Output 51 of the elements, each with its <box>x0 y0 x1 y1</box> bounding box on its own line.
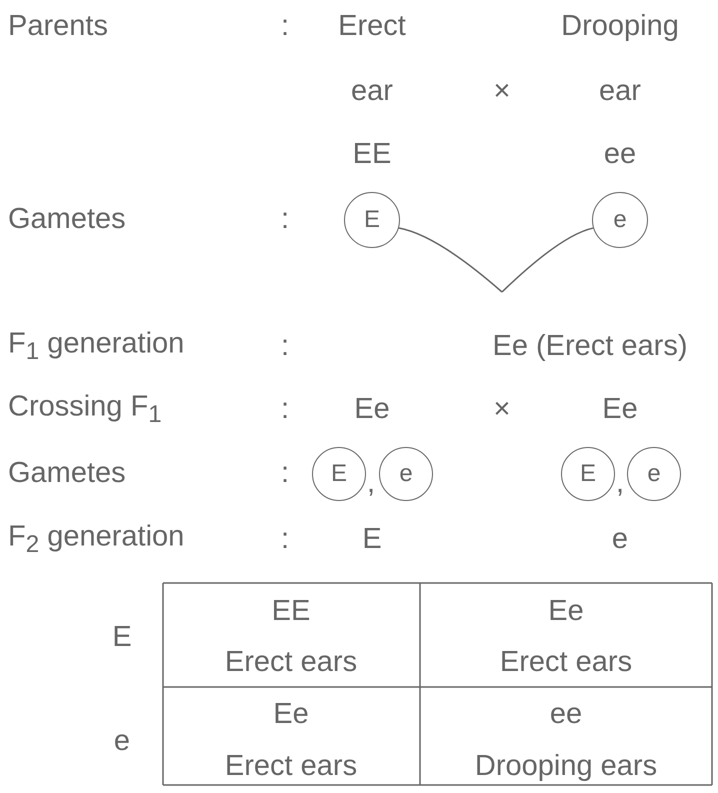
phenotype-text: Drooping ears <box>474 751 658 783</box>
gamete-heading: e <box>612 524 628 556</box>
gamete-circle <box>312 447 366 501</box>
colon: : <box>280 394 290 426</box>
gamete-heading: E <box>112 622 132 654</box>
gamete-heading: e <box>114 726 130 758</box>
allele-letter: e <box>647 460 661 488</box>
phenotype-text: Drooping <box>561 11 679 43</box>
cross-sign: × <box>494 76 510 108</box>
gamete-circle <box>592 192 648 248</box>
colon: : <box>280 11 290 43</box>
comma: , <box>366 468 376 500</box>
colon: : <box>280 204 290 236</box>
genotype-text: EE <box>352 139 392 171</box>
allele-letter: e <box>613 206 627 234</box>
genotype-text: Ee <box>548 596 584 628</box>
gamete-circle <box>344 192 400 248</box>
gamete-heading: E <box>362 524 382 556</box>
cross-sign: × <box>494 394 510 426</box>
colon: : <box>280 331 290 363</box>
connector-line <box>398 227 502 293</box>
genotype-text: ee <box>550 699 582 731</box>
offspring-text: Ee (Erect ears) <box>492 331 688 363</box>
row-heading: Parents <box>8 11 108 43</box>
allele-letter: e <box>399 460 413 488</box>
colon: : <box>280 524 290 556</box>
genotype-text: Ee <box>602 394 638 426</box>
genotype-text: Ee <box>354 394 390 426</box>
connector-line <box>501 227 594 293</box>
genotype-text: ee <box>604 139 636 171</box>
gamete-circle <box>379 447 433 501</box>
row-heading: Crossing F$_{1}$ <box>8 391 162 429</box>
gamete-circle <box>627 447 681 501</box>
phenotype-text: ear <box>599 76 641 108</box>
genotype-text: EE <box>272 596 310 628</box>
row-heading: Gametes <box>8 204 126 236</box>
genotype-text: Ee <box>273 699 309 731</box>
phenotype-text: Erect ears <box>224 647 358 679</box>
comma: , <box>616 468 624 500</box>
row-heading: F$_{1}$ generation <box>8 328 184 366</box>
phenotype-text: Erect ears <box>224 751 358 783</box>
allele-letter: E <box>364 206 380 234</box>
row-heading: Gametes <box>8 458 126 490</box>
allele-letter: E <box>580 460 596 488</box>
allele-letter: E <box>330 460 347 488</box>
gamete-circle <box>561 447 615 501</box>
row-heading: F$_{2}$ generation <box>8 521 184 559</box>
phenotype-text: ear <box>351 76 393 108</box>
phenotype-text: Erect <box>338 11 406 43</box>
colon: : <box>280 458 290 490</box>
phenotype-text: Erect ears <box>500 647 632 679</box>
